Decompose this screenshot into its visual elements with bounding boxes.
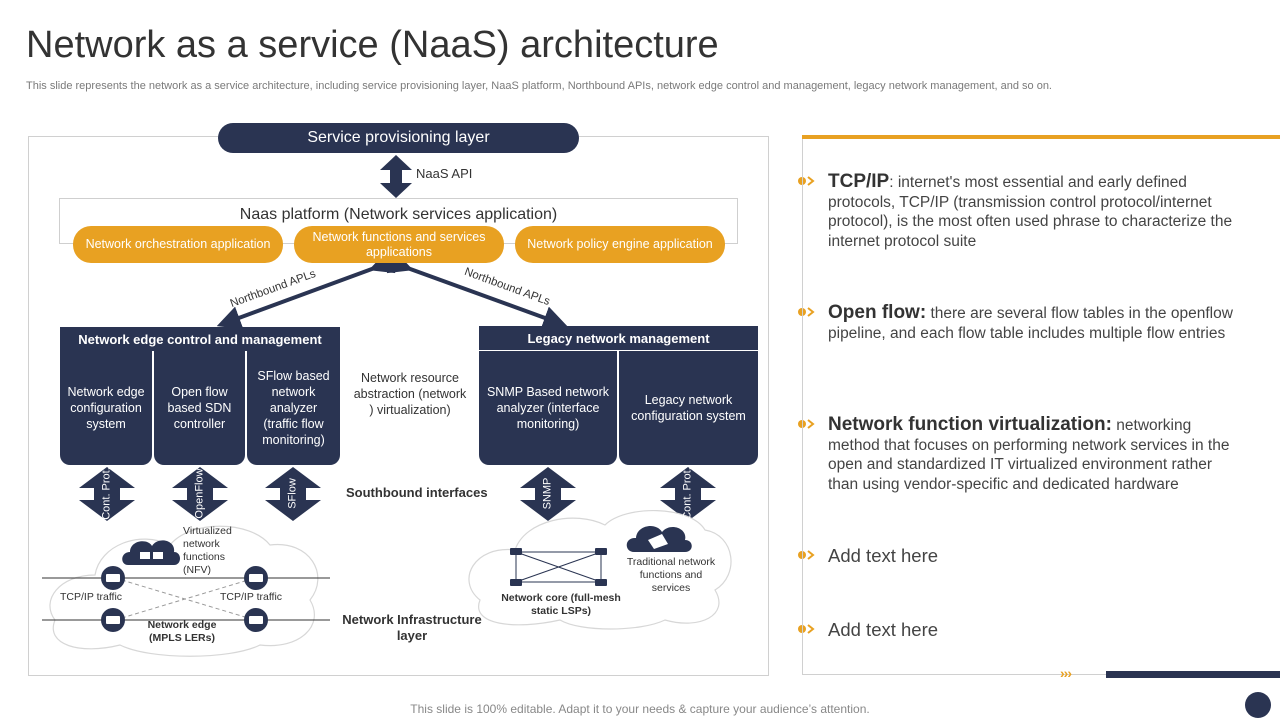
item-placeholder-1-text: Add text here bbox=[828, 545, 939, 566]
item-placeholder-1: Add text here bbox=[828, 546, 1243, 566]
southbound-arrow-1 bbox=[79, 467, 135, 521]
item-placeholder-2: Add text here bbox=[828, 620, 1243, 640]
item-tcpip-heading: TCP/IP bbox=[828, 171, 890, 192]
southbound-arrow-4 bbox=[520, 467, 576, 521]
infrastructure-layer-label: Network Infrastructure layer bbox=[342, 612, 482, 643]
page-title: Network as a service (NaaS) architecture bbox=[26, 24, 719, 66]
item-placeholder-2-text: Add text here bbox=[828, 619, 939, 640]
southbound-arrow-label-2: OpenFlow bbox=[193, 468, 206, 519]
item-nfv-heading: Network function virtualization: bbox=[828, 414, 1112, 435]
southbound-arrow-label-3: SFlow bbox=[286, 478, 299, 509]
traditional-services-label: Traditional network functions and servic… bbox=[626, 556, 716, 594]
platform-app-orchestration: Network orchestration application bbox=[73, 226, 283, 263]
item-tcpip: TCP/IP: internet's most essential and ea… bbox=[828, 171, 1233, 250]
naas-api-arrow bbox=[380, 155, 412, 198]
chevrons-decoration: ››› bbox=[1060, 665, 1072, 681]
page-subtitle: This slide represents the network as a s… bbox=[26, 80, 1052, 92]
core-mesh bbox=[515, 551, 602, 583]
item-openflow-heading: Open flow: bbox=[828, 302, 927, 323]
naas-platform-title: Naas platform (Network services applicat… bbox=[239, 206, 558, 223]
item-tcpip-body: internet's most essential and early defi… bbox=[828, 174, 1233, 250]
edge-control-header: Network edge control and management bbox=[60, 327, 340, 351]
openflow-sdn-controller: Open flow based SDN controller bbox=[154, 351, 245, 465]
northbound-left-arrow bbox=[216, 250, 396, 330]
southbound-arrow-5 bbox=[660, 467, 716, 521]
legacy-management-header: Legacy network management bbox=[479, 326, 758, 350]
southbound-arrow-3 bbox=[265, 467, 321, 521]
item-nfv: Network function virtualization: network… bbox=[828, 415, 1243, 494]
edge-config-system: Network edge configuration system bbox=[60, 351, 152, 465]
item-nfv-body: networking method that focuses on perfor… bbox=[828, 417, 1230, 493]
southbound-label: Southbound interfaces bbox=[346, 485, 488, 500]
right-panel-bottom-accent bbox=[1106, 671, 1280, 678]
item-openflow-body: there are several flow tables in the ope… bbox=[828, 305, 1233, 342]
service-provisioning-layer: Service provisioning layer bbox=[218, 123, 579, 153]
southbound-arrow-label-5: Cont. Prot. bbox=[681, 467, 694, 520]
vnf-label: Virtualized network functions (NFV) bbox=[183, 525, 232, 576]
corner-dot bbox=[1245, 692, 1271, 718]
platform-app-functions: Network functions and services applicati… bbox=[294, 226, 504, 263]
snmp-analyzer: SNMP Based network analyzer (interface m… bbox=[479, 351, 617, 465]
southbound-arrow-label-1: Cont. Prot. bbox=[100, 467, 113, 520]
southbound-arrow-2 bbox=[172, 467, 228, 521]
right-panel-top-accent bbox=[802, 135, 1280, 139]
northbound-right-arrow bbox=[386, 250, 568, 330]
legacy-config-system: Legacy network configuration system bbox=[619, 351, 758, 465]
nfv-cloud-icon bbox=[122, 540, 180, 565]
sflow-analyzer: SFlow based network analyzer (traffic fl… bbox=[247, 351, 340, 465]
item-openflow: Open flow: there are several flow tables… bbox=[828, 303, 1243, 343]
right-panel bbox=[802, 138, 1280, 675]
platform-app-policy: Network policy engine application bbox=[515, 226, 725, 263]
network-core-label: Network core (full-mesh static LSPs) bbox=[501, 592, 621, 617]
network-edge-label: Network edge (MPLS LERs) bbox=[147, 619, 217, 644]
traditional-cloud-icon bbox=[626, 526, 692, 552]
southbound-arrow-label-4: SNMP bbox=[541, 477, 554, 510]
footer-note: This slide is 100% editable. Adapt it to… bbox=[410, 702, 870, 716]
naas-api-label: NaaS API bbox=[416, 166, 473, 181]
tcpip-left-label: TCP/IP traffic bbox=[60, 591, 123, 603]
tcpip-right-label: TCP/IP traffic bbox=[220, 591, 283, 603]
resource-abstraction-text: Network resource abstraction (network ) … bbox=[353, 371, 467, 417]
